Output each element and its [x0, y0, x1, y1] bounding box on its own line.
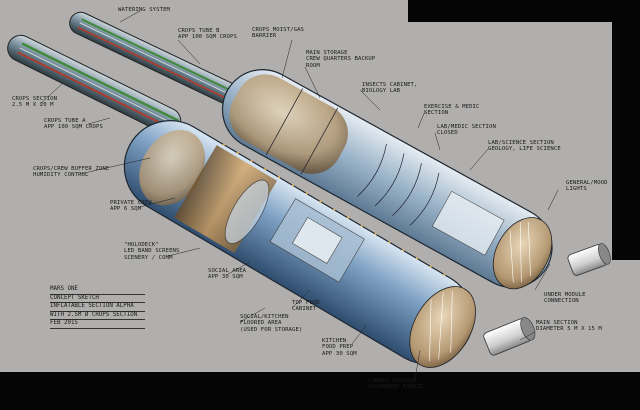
note-line-3: INFLATABLE SECTION ALPHA [50, 303, 146, 312]
label-crops-moist-barrier: CROPS MOIST/GAS BARRIER [252, 27, 305, 40]
label-crops-tube-a: CROPS TUBE A APP 100 SQM CROPS [44, 118, 103, 131]
lower-module [123, 120, 476, 368]
label-social-kitchen: SOCIAL/KITCHEN FLOORED AREA (USED FOR ST… [240, 314, 303, 333]
title-note: MARS ONE CONCEPT SKETCH INFLATABLE SECTI… [50, 286, 146, 329]
label-lab-science: LAB/SCIENCE SECTION GEOLOGY, LIFE SCIENC… [488, 140, 561, 153]
upper-module [221, 69, 553, 290]
label-watering-system: WATERING SYSTEM [118, 7, 171, 13]
black-patch-right [612, 0, 640, 260]
label-private-crew: PRIVATE CREW APP 6 SQM [110, 200, 152, 213]
label-kitchen: KITCHEN FOOD PREP APP 30 SQM [322, 338, 357, 357]
black-patch-top [408, 0, 640, 22]
label-lab-medic: LAB/MEDIC SECTION CLOSED [437, 124, 496, 137]
crops-tube-a [7, 34, 182, 135]
label-top-food-cabinet: TOP FOOD CABINET [292, 300, 320, 313]
upper-pipe [567, 243, 611, 276]
label-social-area: SOCIAL AREA APP 30 SQM [208, 268, 247, 281]
label-holodeck: "HOLODECK" LED BAND SCREENS SCENERY / CO… [124, 242, 180, 261]
note-line-4: WITH 2.5M Ø CROPS SECTION [50, 312, 146, 321]
label-crops-section: CROPS SECTION 2.5 M x 20 M [12, 96, 58, 109]
label-crops-crew-buffer: CROPS/CREW BUFFER ZONE HUMIDITY CONTROL [33, 166, 110, 179]
label-corner-storage: CORNER STORAGE SUSPENDED FABRIC [368, 378, 424, 391]
note-line-5: FEB 2015 [50, 320, 146, 329]
black-patch-bottom [0, 372, 640, 410]
note-line-2: CONCEPT SKETCH [50, 295, 146, 304]
label-under-module: UNDER MODULE CONNECTION [544, 292, 586, 305]
label-main-section: MAIN SECTION DIAMETER 5 M x 15 M [536, 320, 602, 333]
lower-pipe [483, 317, 536, 356]
label-general-mood-lights: GENERAL/MOOD LIGHTS [566, 180, 608, 193]
note-line-1: MARS ONE [50, 286, 146, 295]
label-crops-tube-b: CROPS TUBE B APP 100 SQM CROPS [178, 28, 237, 41]
label-main-storage: MAIN STORAGE CREW QUARTERS BACKUP ROOM [306, 50, 376, 69]
label-exercise-medic: EXERCISE & MEDIC SECTION [424, 104, 480, 117]
label-insects-cabinet: INSECTS CABINET, BIOLOGY LAB [362, 82, 418, 95]
